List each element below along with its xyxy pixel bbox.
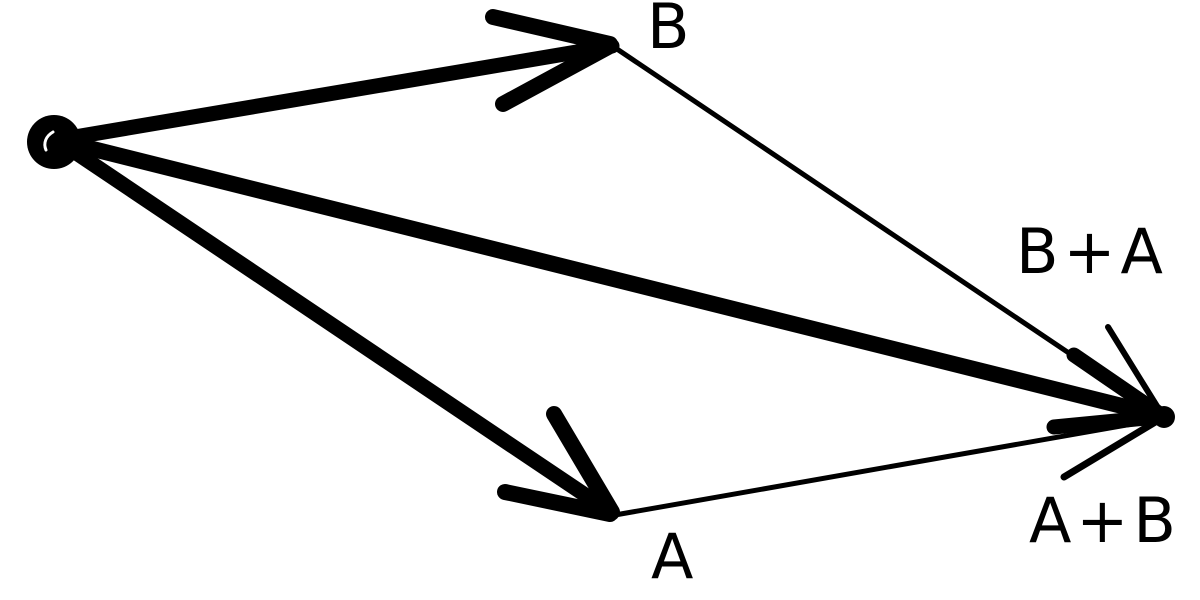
vector-label-a: A [651, 520, 699, 593]
vector-b-arrowhead-lower-barb [495, 38, 618, 112]
a-plus-b-line [612, 416, 1164, 518]
vector-a-arrowhead-upper-barb [546, 406, 620, 520]
origin-dot [27, 115, 81, 169]
a-plus-b-arrowhead-barb [1060, 417, 1161, 481]
b-plus-a-line [611, 44, 1164, 418]
vector-a-shaft [49, 132, 620, 521]
resultant-shaft [49, 132, 1166, 423]
vector-label-a-plus-b: A+B [1029, 484, 1181, 557]
vector-label-b: B [647, 0, 695, 63]
b-plus-a-arrowhead-barb [1105, 324, 1163, 414]
origin-dot-highlight [43, 130, 55, 152]
resultant-arrowhead-lower-barb [1046, 409, 1165, 435]
vector-b-shaft [49, 38, 620, 148]
sum-tip-dot [1153, 406, 1175, 428]
vector-label-b-plus-a: B+A [1016, 215, 1168, 288]
vector-a-arrowhead-left-barb [497, 484, 618, 522]
vector-b-arrowhead-upper-barb [485, 9, 618, 52]
